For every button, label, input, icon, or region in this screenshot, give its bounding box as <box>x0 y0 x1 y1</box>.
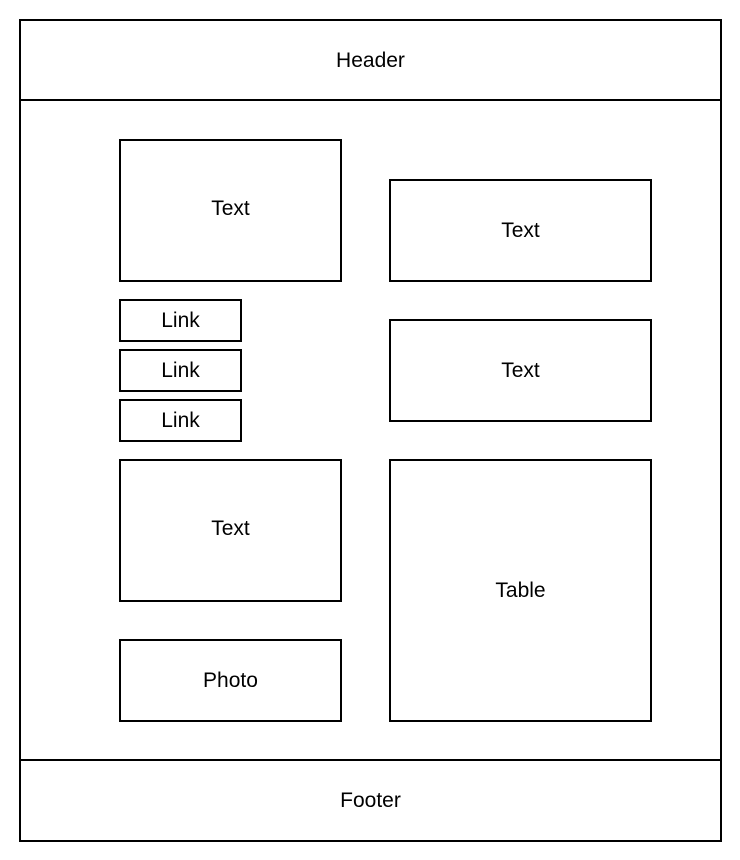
footer-label: Footer <box>340 789 401 812</box>
header-label: Header <box>336 49 405 72</box>
footer-block: Footer <box>19 759 722 842</box>
header-block: Header <box>19 19 722 102</box>
photo-block: Photo <box>119 639 342 722</box>
link-block-2[interactable]: Link <box>119 349 242 392</box>
link-block-3[interactable]: Link <box>119 399 242 442</box>
text-block-label: Text <box>501 219 540 242</box>
text-block-right-top: Text <box>389 179 652 282</box>
link-label: Link <box>161 409 200 432</box>
link-label: Link <box>161 359 200 382</box>
text-block-label: Text <box>211 197 250 220</box>
text-block-left-bottom: Text <box>119 459 342 602</box>
table-label: Table <box>495 579 546 602</box>
text-block-right-middle: Text <box>389 319 652 422</box>
table-block: Table <box>389 459 652 722</box>
text-block-label: Text <box>501 359 540 382</box>
link-block-1[interactable]: Link <box>119 299 242 342</box>
text-block-left-top: Text <box>119 139 342 282</box>
photo-label: Photo <box>203 669 258 692</box>
text-block-label: Text <box>211 517 250 540</box>
link-label: Link <box>161 309 200 332</box>
